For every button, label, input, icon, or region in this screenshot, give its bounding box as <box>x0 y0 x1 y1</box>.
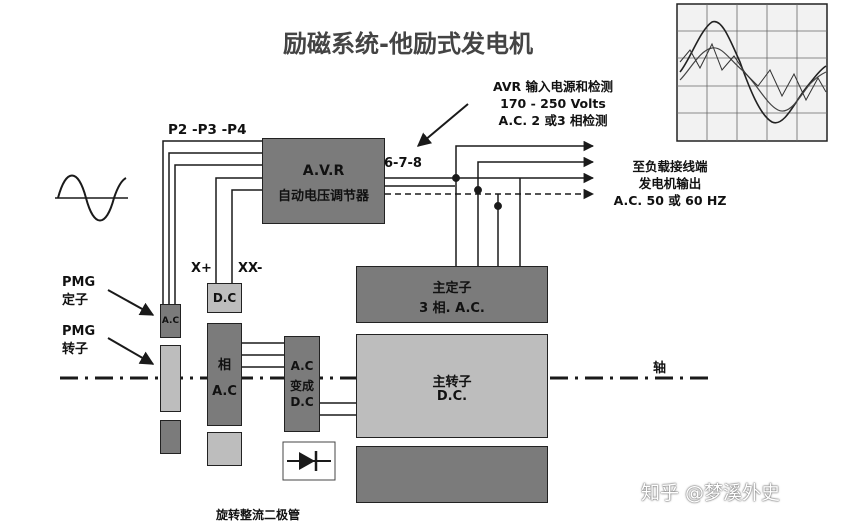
xx-minus-label: XX- <box>238 261 263 276</box>
dc-box-label: D.C <box>212 291 237 305</box>
exciter-box: 相 A.C <box>207 323 242 426</box>
pmg-lower-box <box>160 420 181 454</box>
pmg-rotor-line1: PMG <box>62 324 96 339</box>
avr-box-line1: A.V.R <box>302 163 345 179</box>
pmg-stator-label: PMG 定子 <box>62 274 95 310</box>
x-plus-label: X+ <box>191 261 212 276</box>
pmg-stator-box: A.C <box>160 304 181 338</box>
output-wires <box>385 140 595 266</box>
main-rotor-box: 主转子 D.C. <box>356 334 548 438</box>
output-terminal-label: 6-7-8 <box>384 156 422 171</box>
watermark: 知乎 @梦溪外史 <box>641 482 781 504</box>
main-lower-box <box>356 446 548 503</box>
main-stator-line2: 3 相. A.C. <box>419 301 485 316</box>
load-output-line3: A.C. 50 或 60 HZ <box>613 193 727 208</box>
avr-input-line1: AVR 输入电源和检测 <box>493 79 613 94</box>
waveform-inset <box>676 3 828 142</box>
page-title: 励磁系统-他励式发电机 <box>283 30 533 58</box>
pmg-stator-line2: 定子 <box>62 293 89 308</box>
dc-box: D.C <box>207 283 242 313</box>
exciter-lower-box <box>207 432 242 466</box>
pmg-rotor-label: PMG 转子 <box>62 323 95 359</box>
arrow-icon <box>416 103 469 147</box>
shaft-label: 轴 <box>653 361 667 376</box>
sine-wave-icon <box>55 174 128 222</box>
diode-icon <box>282 441 336 481</box>
diode-caption: 旋转整流二极管 <box>216 508 301 522</box>
main-rotor-line1: 主转子 <box>432 375 472 390</box>
avr-box: A.V.R 自动电压调节器 <box>262 138 385 224</box>
p-terminals-label: P2 -P3 -P4 <box>168 122 247 138</box>
main-stator-box: 主定子 3 相. A.C. <box>356 266 548 323</box>
main-stator-line1: 主定子 <box>432 281 472 296</box>
main-rotor-line2: D.C. <box>436 389 468 404</box>
avr-input-note: AVR 输入电源和检测 170 - 250 Volts A.C. 2 或3 相检… <box>478 78 628 129</box>
exciter-box-line2: A.C <box>212 384 237 399</box>
exciter-wires <box>242 342 356 416</box>
pmg-wires <box>162 140 262 304</box>
rectifier-box-line2: 变成 <box>289 379 314 393</box>
rectifier-box-line1: A.C <box>290 359 314 373</box>
avr-input-line2: 170 - 250 Volts <box>500 96 606 111</box>
pmg-rotor-line2: 转子 <box>62 342 89 357</box>
exciter-box-line1: 相 <box>217 358 231 373</box>
avr-box-line2: 自动电压调节器 <box>277 189 369 204</box>
pmg-stator-line1: PMG <box>62 275 96 290</box>
rectifier-box: A.C 变成 D.C <box>284 336 320 432</box>
avr-input-line3: A.C. 2 或3 相检测 <box>498 113 608 128</box>
load-output-note: 至负载接线端 发电机输出 A.C. 50 或 60 HZ <box>600 158 740 209</box>
load-output-line2: 发电机输出 <box>638 176 702 191</box>
rectifier-box-line3: D.C <box>290 395 314 409</box>
load-output-line1: 至负载接线端 <box>632 159 708 174</box>
pmg-stator-box-label: A.C <box>161 316 180 326</box>
pmg-rotor-box <box>160 345 181 412</box>
